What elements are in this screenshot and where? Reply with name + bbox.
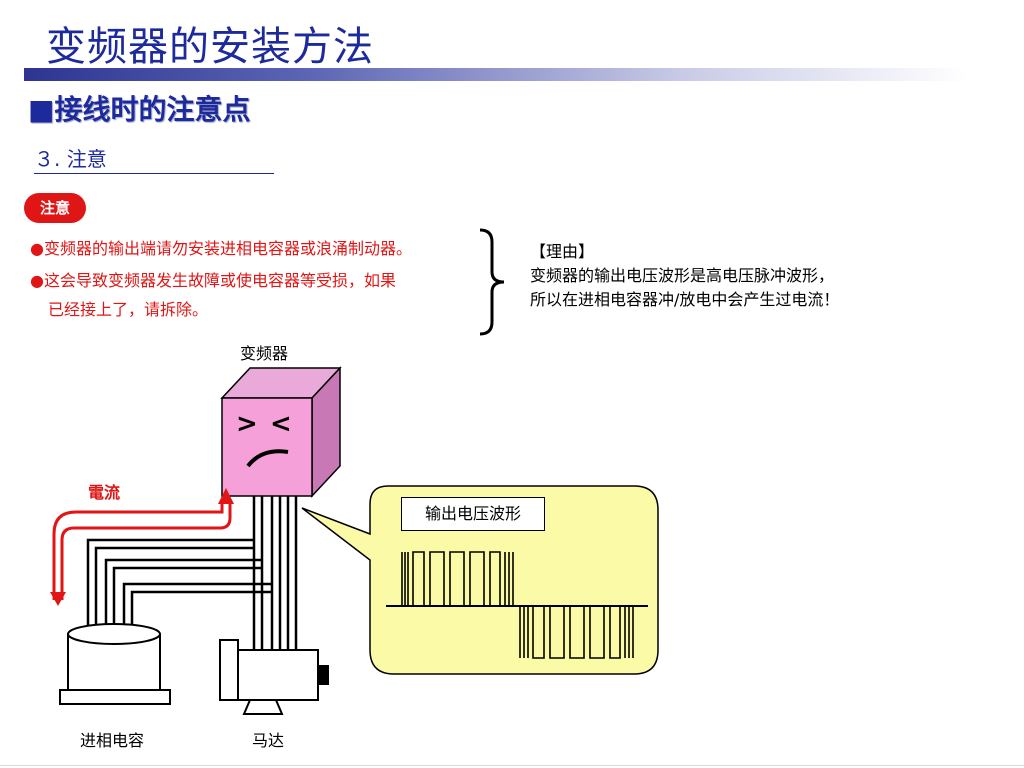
inverter-label: 变频器: [240, 344, 289, 363]
title-underline-bar: [24, 68, 968, 81]
inverter-output-wires: [252, 496, 298, 650]
capacitor-icon: [59, 623, 171, 705]
positive-pulse-train: [401, 551, 514, 606]
angry-face-eyes-icon: >: [236, 409, 258, 439]
capacitor-label: 进相电容: [80, 731, 145, 750]
reason-line-1: 变频器的输出电压波形是高电压脉冲波形，: [530, 266, 835, 285]
reason-block: 【理由】 变频器的输出电压波形是高电压脉冲波形， 所以在进相电容器冲/放电中会产…: [530, 240, 839, 312]
footer-divider: [0, 765, 1024, 766]
current-flow-arrow-icon: [52, 500, 232, 600]
motor-label: 马达: [252, 731, 285, 750]
motor-icon: [219, 639, 329, 715]
capacitor-branch-wires: [86, 538, 272, 628]
warning-line-2: ●这会导致变频器发生故障或使电容器等受损，如果: [30, 271, 396, 290]
section-heading: ３. 注意: [34, 143, 274, 174]
reason-heading: 【理由】: [530, 242, 595, 261]
curly-brace-icon: [479, 228, 505, 336]
speech-bubble: [301, 485, 659, 675]
caution-badge: 注意: [24, 193, 86, 223]
inverter-cube: > <: [220, 366, 342, 498]
current-label: 電流: [88, 483, 121, 502]
svg-text:<: <: [270, 409, 292, 439]
warning-line-1: ●变频器的输出端请勿安装进相电容器或浪涌制动器。: [30, 239, 412, 258]
warning-line-3: 已经接上了，请拆除。: [48, 300, 209, 319]
subtitle: ■接线时的注意点: [28, 93, 251, 126]
page-title: 变频器的安装方法: [46, 24, 374, 70]
reason-line-2: 所以在进相电容器冲/放电中会产生过电流！: [530, 290, 840, 309]
negative-pulse-train: [519, 606, 634, 659]
waveform-title-box: 输出电压波形: [401, 497, 545, 531]
frown-mouth-icon: [246, 449, 289, 468]
